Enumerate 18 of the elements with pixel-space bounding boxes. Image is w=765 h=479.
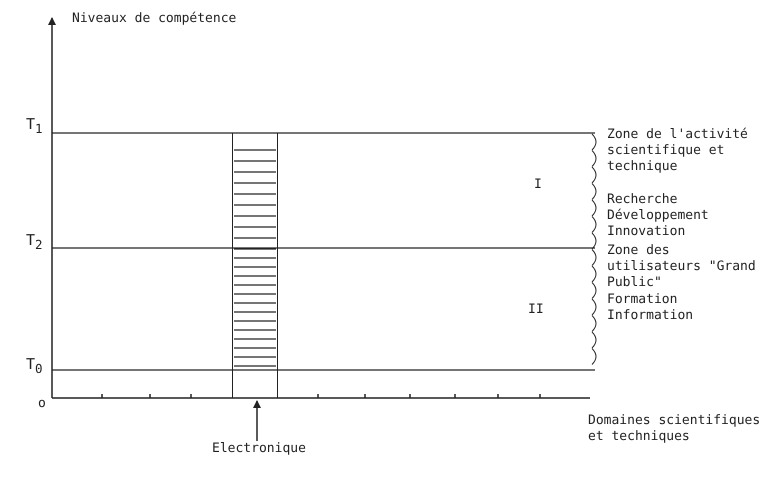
arrow [253,400,261,441]
axis-title: Niveaux de compétence [72,11,236,27]
level-label: T$_{2}$ [26,232,43,253]
axis-title: Domaines scientifiques et techniques [588,413,762,445]
zone-numeral: II [528,302,544,318]
hatched-column [232,133,278,398]
domain-label: Electronique [212,441,304,459]
zone-description: Information [607,308,694,324]
zone-description: Innovation [607,224,686,240]
zone-description: Zone des utilisateurs "Grand Public" [607,243,757,291]
zone-description: Recherche [607,192,678,208]
zone-description: Formation [607,292,678,308]
zone-numeral: I [534,177,542,193]
origin-label: o [38,396,46,412]
level-label: T$_{1}$ [26,116,43,137]
level-label: T$_{0}$ [26,356,43,377]
zone-description: Zone de l'activité scientifique et technique [607,127,749,175]
zone-description: Développement [607,208,709,224]
